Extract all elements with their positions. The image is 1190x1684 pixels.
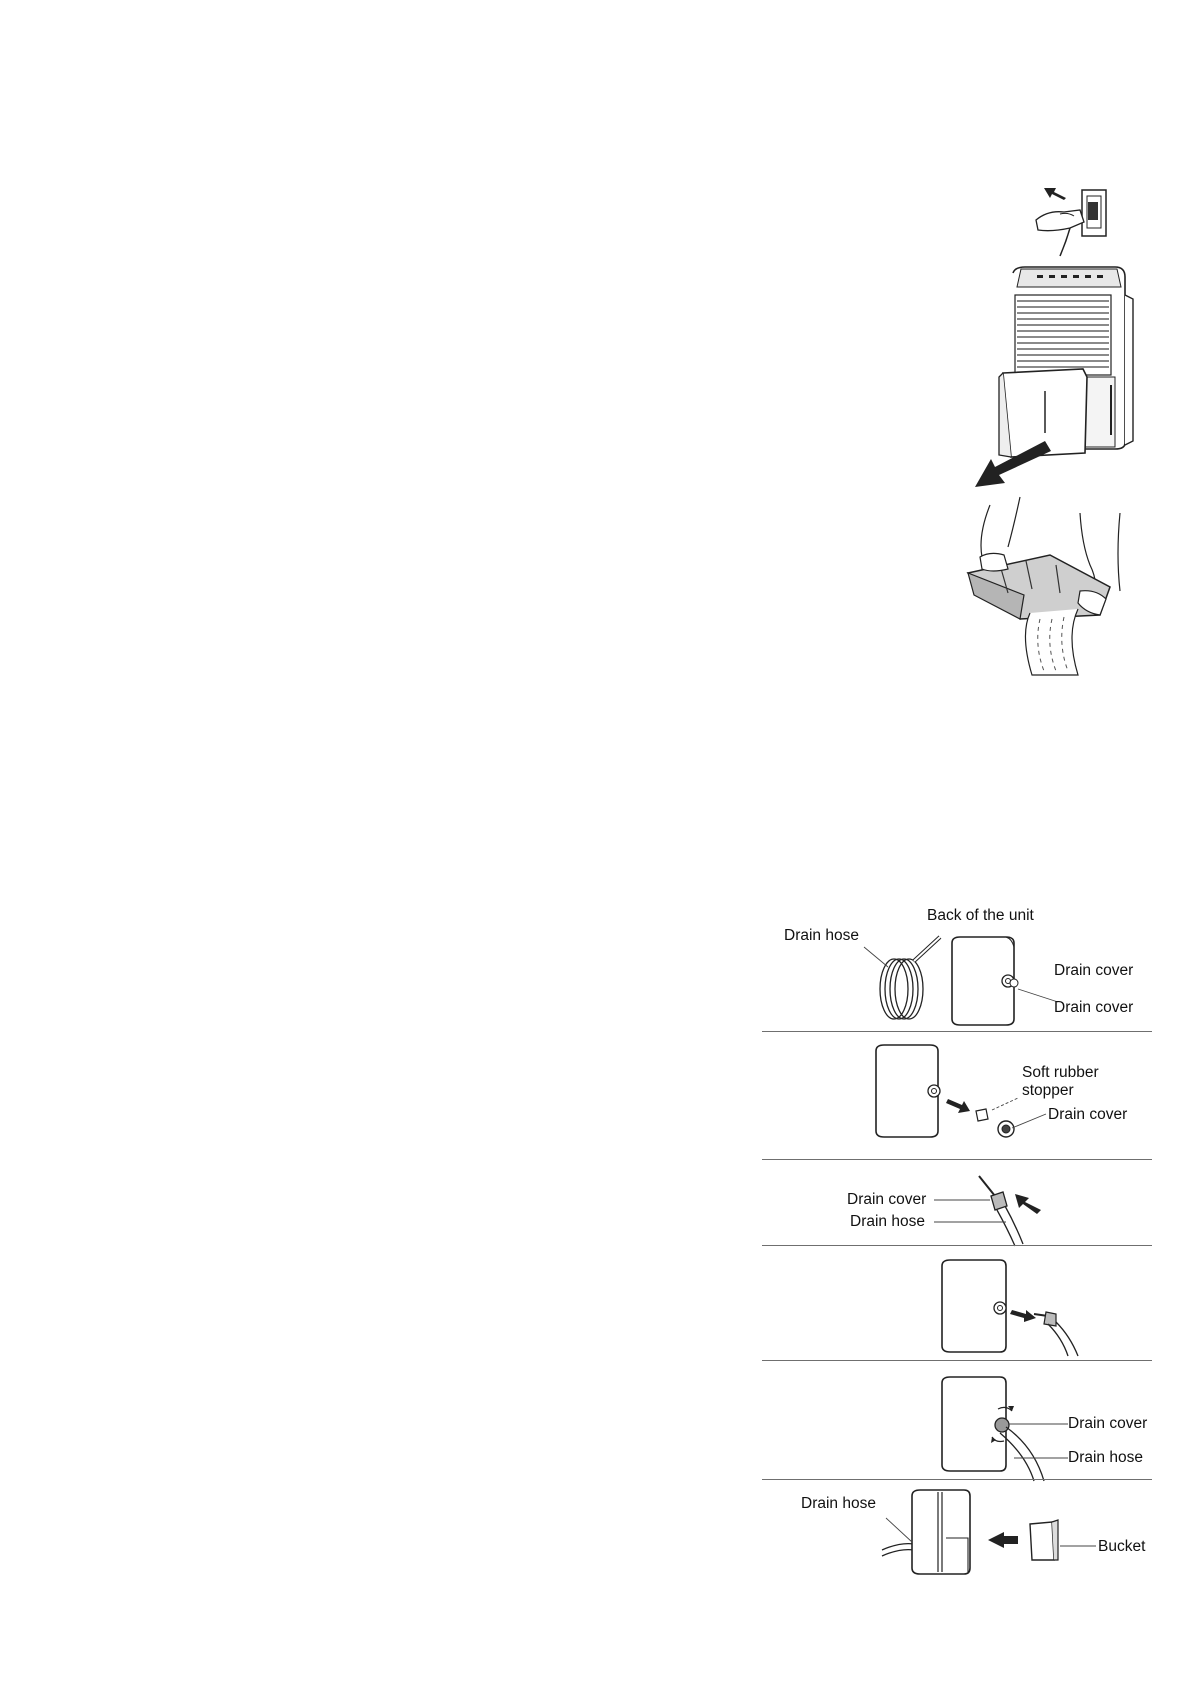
bucket-label: Bucket bbox=[1098, 1538, 1145, 1556]
drain-hose-label-6: Drain hose bbox=[801, 1495, 876, 1513]
